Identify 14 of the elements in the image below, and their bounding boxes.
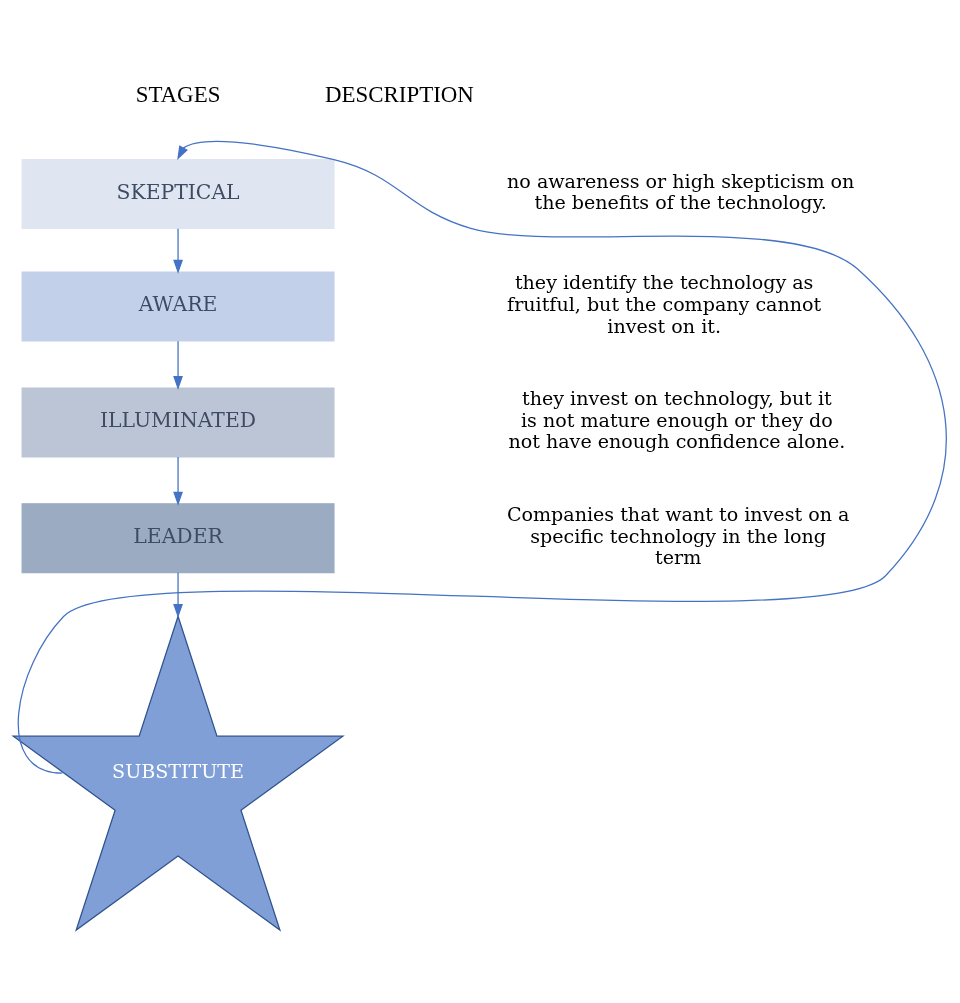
- label: they identify the technology as fruitful, but the company cannot invest on it.: [507, 271, 822, 337]
- node-box: LEADER: [21, 503, 335, 574]
- label: no awareness or high skepticism on the benefits of the technology.: [507, 169, 855, 214]
- arrow: [173, 228, 183, 274]
- label: STAGES: [135, 81, 221, 107]
- arrow: [173, 340, 183, 390]
- label: Companies that want to invest on a specific technology in the long term: [506, 503, 850, 569]
- node-box: AWARE: [21, 271, 335, 342]
- node-box: ILLUMINATED: [21, 387, 335, 458]
- label: they invest on technology, but it is not mature enough or they do not have enough confidence alone.: [508, 387, 846, 453]
- node-box: SKEPTICAL: [21, 159, 335, 229]
- arrow: [173, 456, 183, 506]
- arrow: [173, 572, 183, 618]
- label: DESCRIPTION: [325, 81, 474, 107]
